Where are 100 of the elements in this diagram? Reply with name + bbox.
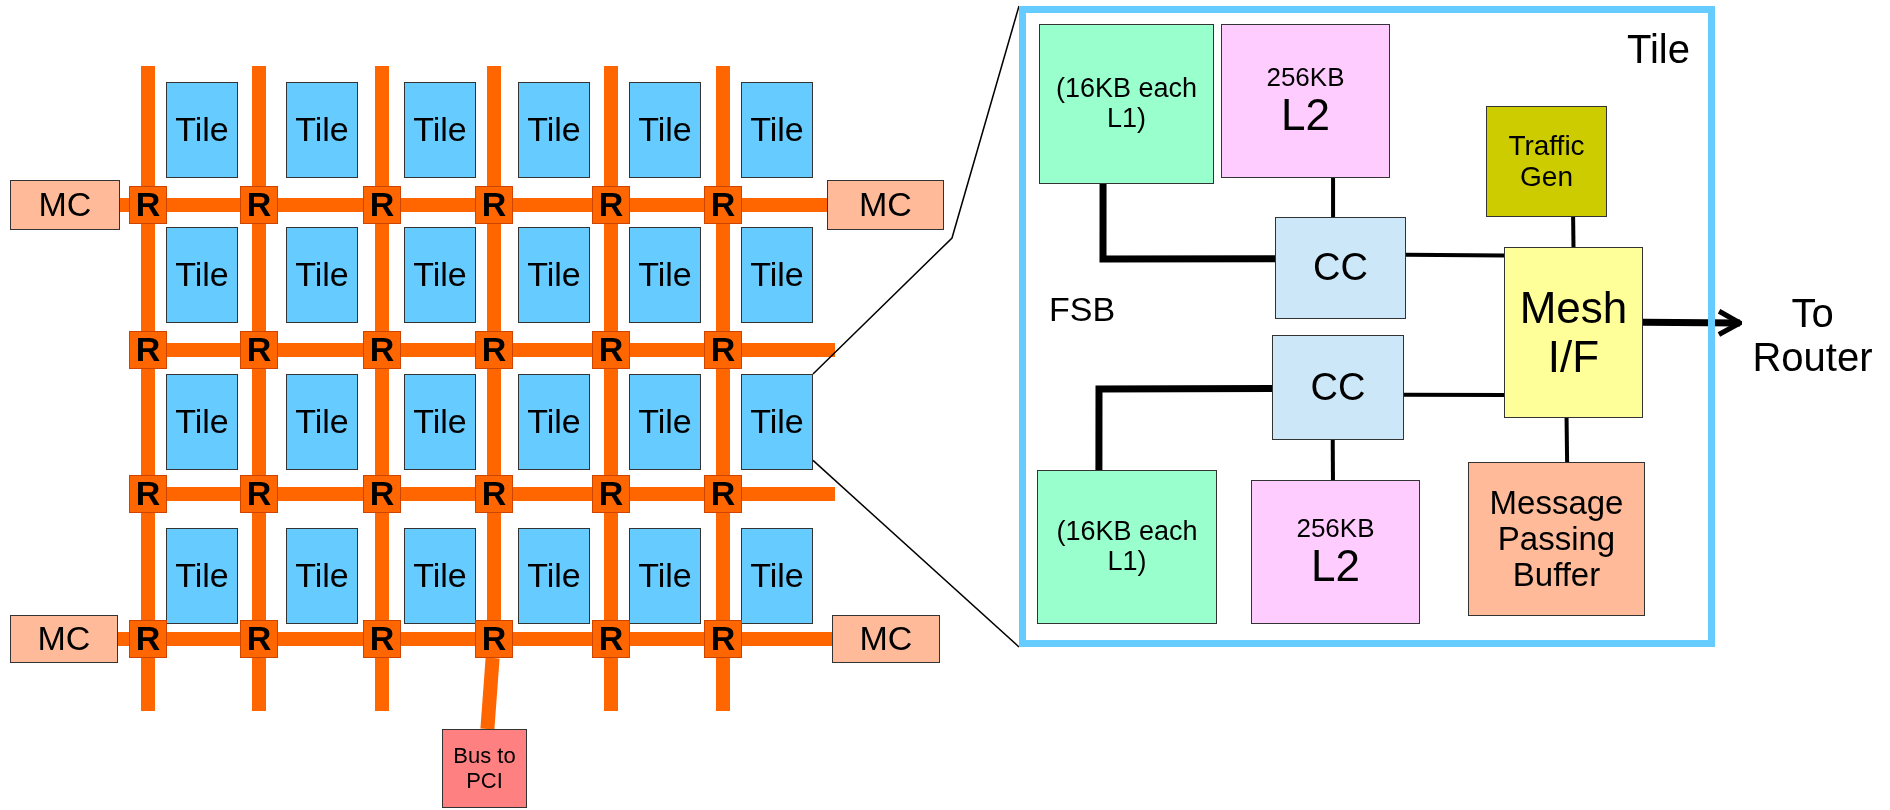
zoom-line — [812, 459, 1020, 648]
memory-controller-box — [10, 615, 118, 663]
mesh-link — [401, 487, 475, 501]
node-label: (16KB each L1) — [1055, 517, 1199, 577]
mesh-link — [401, 632, 475, 646]
mesh-link — [167, 487, 240, 501]
mesh-link — [375, 369, 389, 475]
mesh-interface-box — [1504, 247, 1643, 418]
mesh-link — [375, 224, 389, 331]
node-label: Tile — [637, 256, 693, 294]
tile-box — [629, 374, 701, 470]
node-label: R — [245, 475, 273, 513]
mesh-link — [513, 632, 592, 646]
core-box — [1037, 470, 1217, 624]
node-label: R — [709, 186, 737, 224]
node-label: Tile — [749, 256, 805, 294]
node-label: Tile — [637, 403, 693, 441]
node-label: Tile — [174, 403, 230, 441]
node-label: Tile — [174, 111, 230, 149]
panel-heading: Tile — [1626, 27, 1691, 71]
mesh-link — [480, 657, 500, 730]
node-label: Tile — [294, 111, 350, 149]
tile-panel — [1019, 6, 1715, 647]
cache-box — [1221, 24, 1390, 178]
mesh-link — [630, 487, 704, 501]
mesh-link — [604, 658, 618, 711]
mesh-link — [487, 369, 501, 475]
mesh-link — [513, 487, 592, 501]
mesh-link — [487, 224, 501, 331]
connector-line — [1404, 392, 1504, 397]
node-label: R — [480, 620, 508, 658]
mesh-link — [167, 198, 240, 212]
mesh-link — [375, 66, 389, 186]
mesh-link — [118, 632, 129, 646]
node-label: MC — [36, 620, 92, 658]
tile-box — [286, 82, 358, 178]
connector-line — [1571, 216, 1576, 248]
node-label: R — [597, 475, 625, 513]
tile-box — [518, 227, 590, 323]
node-label: Tile — [412, 557, 468, 595]
mesh-link — [716, 224, 730, 331]
node-label: Bus to PCI — [452, 744, 517, 793]
mesh-link — [716, 369, 730, 475]
mesh-link — [742, 487, 835, 501]
node-label: R — [597, 186, 625, 224]
buffer-box — [1468, 462, 1645, 616]
mesh-link — [513, 343, 592, 357]
mesh-link — [252, 513, 266, 620]
mesh-link — [167, 632, 240, 646]
node-label: R — [709, 475, 737, 513]
tile-box — [404, 82, 476, 178]
mesh-link — [252, 369, 266, 475]
node-label: Tile — [412, 111, 468, 149]
node-label: R — [368, 620, 396, 658]
mesh-link — [141, 658, 155, 711]
connector-line — [1564, 417, 1570, 463]
mesh-link — [375, 658, 389, 711]
node-label: Tile — [637, 557, 693, 595]
node-label: R — [134, 331, 162, 369]
mesh-link — [487, 66, 501, 186]
tile-box — [629, 82, 701, 178]
node-label: R — [134, 186, 162, 224]
zoom-line — [812, 5, 1020, 375]
mesh-link — [630, 343, 704, 357]
node-label: CC — [1309, 366, 1367, 409]
node-label: Tile — [294, 403, 350, 441]
node-label: R — [480, 475, 508, 513]
node-label: MC — [858, 186, 913, 224]
zoom-line — [1099, 184, 1275, 263]
mesh-link — [252, 658, 266, 711]
node-label: Tile — [637, 111, 693, 149]
mesh-link — [120, 198, 129, 212]
mesh-link — [401, 343, 475, 357]
node-label: R — [368, 331, 396, 369]
node-label: Tile — [412, 403, 468, 441]
connector-line — [1330, 440, 1335, 480]
mesh-link — [742, 632, 832, 646]
node-label: Tile — [294, 557, 350, 595]
traffic-generator-box — [1486, 106, 1607, 217]
tile-box — [518, 528, 590, 624]
mesh-link — [141, 224, 155, 331]
tile-box — [741, 227, 813, 323]
mesh-link — [278, 632, 363, 646]
bus-label: FSB — [1049, 290, 1116, 329]
tile-box — [629, 528, 701, 624]
node-label: 256KB — [1265, 62, 1346, 92]
mesh-link — [487, 513, 501, 620]
node-label: R — [597, 620, 625, 658]
cache-controller-box — [1275, 217, 1406, 319]
zoom-line — [1095, 385, 1272, 470]
mesh-link — [278, 487, 363, 501]
mesh-link — [716, 66, 730, 186]
node-label: R — [368, 186, 396, 224]
node-label: To Router — [1751, 291, 1874, 379]
mesh-link — [141, 66, 155, 186]
node-label: R — [597, 331, 625, 369]
node-label: R — [480, 186, 508, 224]
node-label: Tile — [294, 256, 350, 294]
tile-box — [166, 227, 238, 323]
node-label: Tile — [412, 256, 468, 294]
